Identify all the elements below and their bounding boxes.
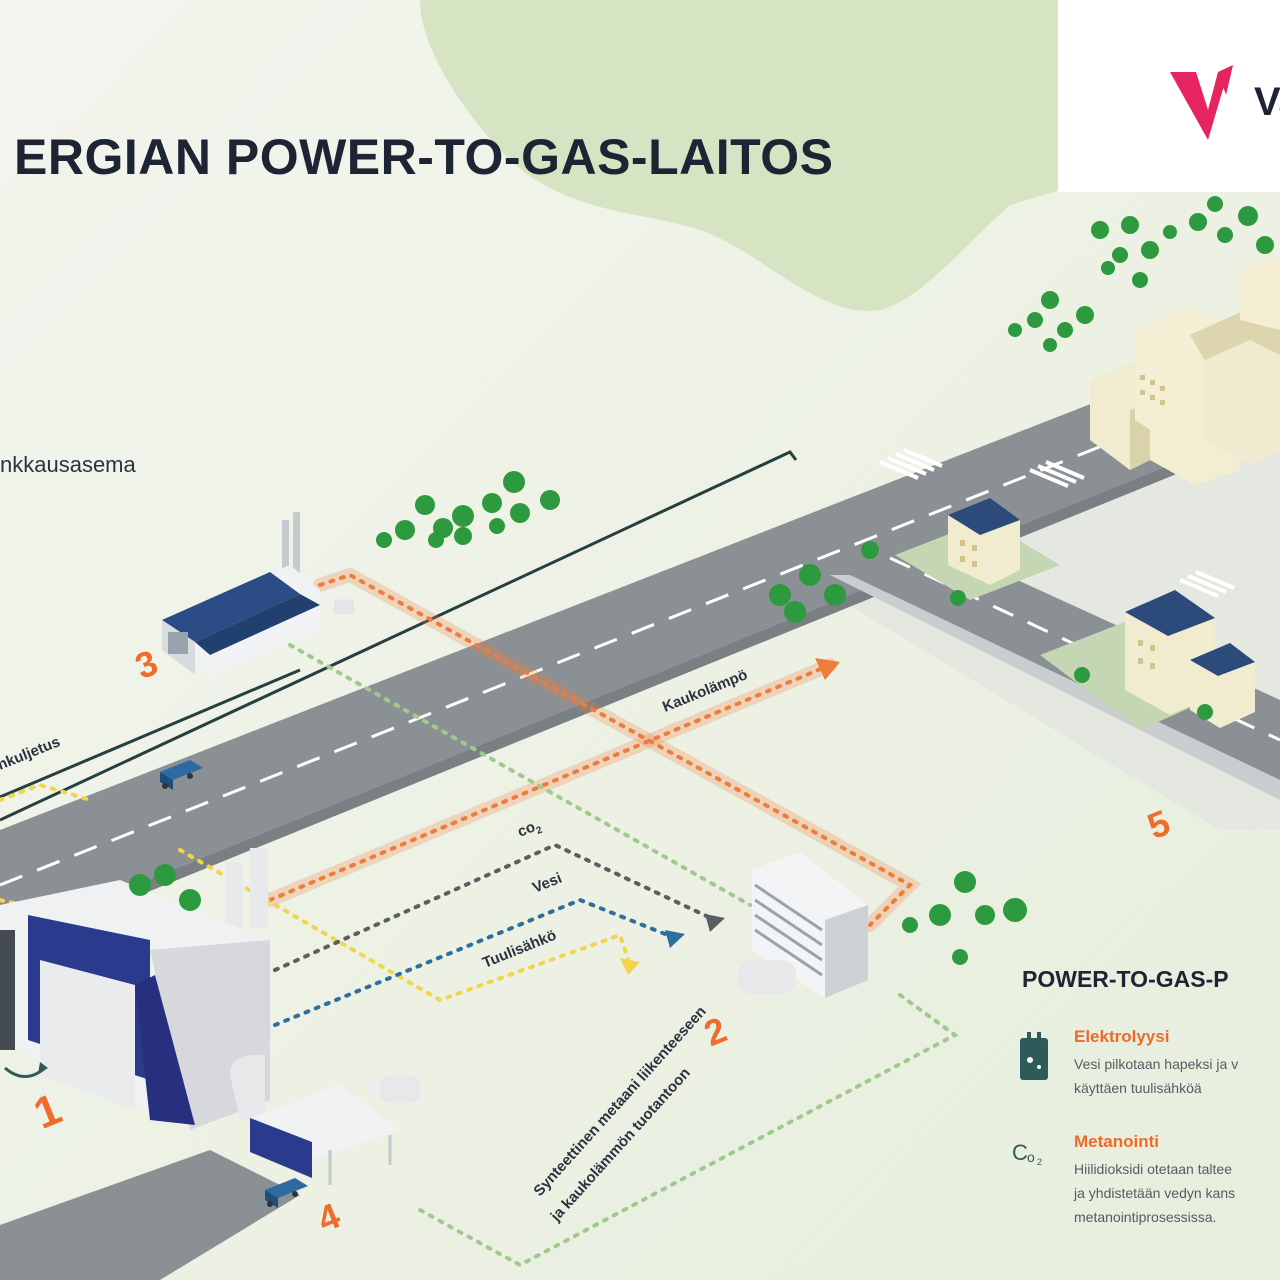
power-plant	[0, 848, 270, 1130]
flow-routes	[0, 567, 959, 1268]
transport-line	[0, 450, 798, 822]
co2-icon: C o 2	[1012, 1138, 1058, 1173]
logo-text: Va	[1254, 80, 1280, 124]
route-co2	[273, 842, 717, 972]
factory-building	[162, 512, 354, 675]
logo-card	[1058, 0, 1280, 192]
crosswalks	[879, 448, 1235, 598]
trees	[129, 196, 1274, 965]
legend-desc-methanation-1: Hiilidioksidi otetaan taltee	[1074, 1161, 1232, 1177]
legend-heading-electrolysis: Elektrolyysi	[1074, 1027, 1170, 1046]
route-wind-power	[0, 782, 92, 802]
svg-text:2: 2	[1037, 1157, 1042, 1167]
route-green	[288, 643, 752, 907]
label-co2: co2	[515, 816, 544, 843]
svg-text:C: C	[1012, 1140, 1028, 1165]
transport-line-lower	[0, 668, 301, 799]
svg-text:o: o	[1027, 1149, 1035, 1165]
station-label: nkkausasema	[0, 452, 136, 477]
legend-title: POWER-TO-GAS-P	[1022, 966, 1229, 992]
bottom-road	[0, 1150, 300, 1280]
page-title: ERGIAN POWER-TO-GAS-LAITOS	[14, 129, 834, 185]
legend-heading-methanation: Metanointi	[1074, 1132, 1159, 1151]
city-buildings	[895, 255, 1280, 730]
truck-bottom	[265, 1178, 308, 1208]
green-blob	[420, 0, 1060, 311]
legend-desc-electrolysis-2: käyttäen tuulisähköä	[1074, 1080, 1202, 1096]
electrolysis-icon	[1018, 1030, 1050, 1087]
legend-desc-methanation-3: metanointiprosessissa.	[1074, 1209, 1217, 1225]
p2g-plant	[736, 852, 868, 998]
route-water	[273, 897, 677, 1027]
truck	[160, 760, 203, 790]
legend-desc-methanation-2: ja yhdistetään vedyn kans	[1074, 1185, 1236, 1201]
logo-icon	[1170, 65, 1233, 140]
fuel-station	[250, 1075, 423, 1185]
legend-desc-electrolysis-1: Vesi pilkotaan hapeksi ja v	[1074, 1056, 1239, 1072]
